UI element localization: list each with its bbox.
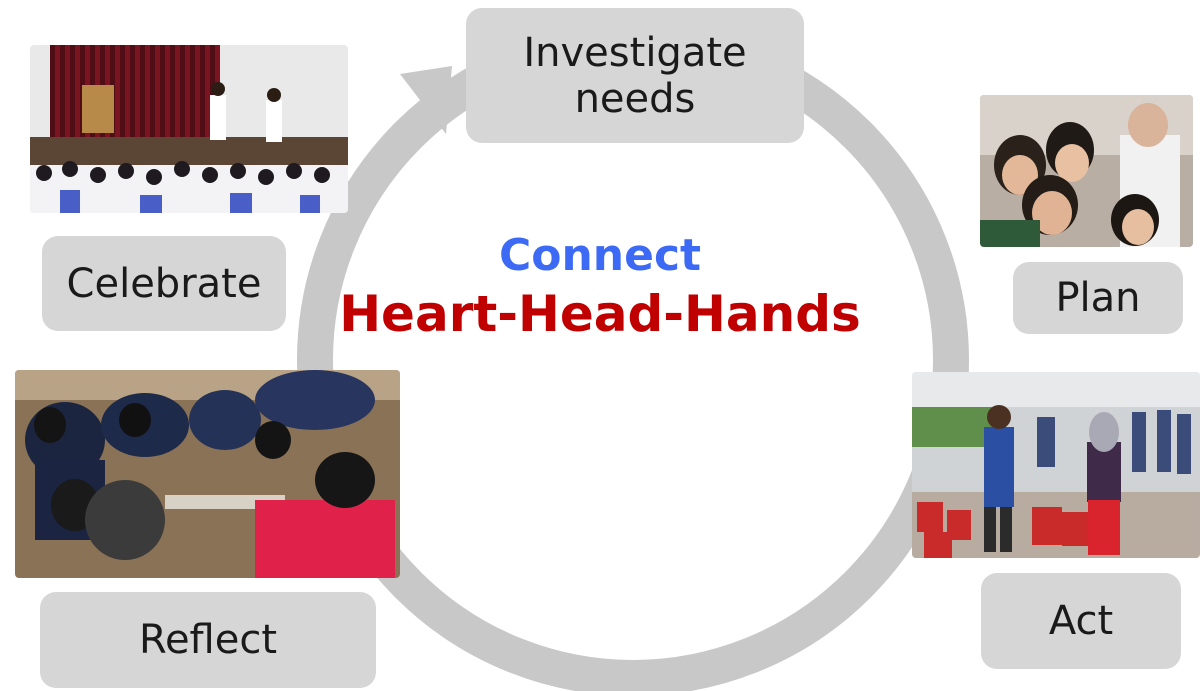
step-reflect: Reflect bbox=[40, 592, 376, 688]
photo-plan bbox=[980, 95, 1193, 247]
step-investigate-needs-label: Investigate needs bbox=[523, 29, 747, 122]
step-celebrate-label: Celebrate bbox=[66, 260, 262, 307]
photo-act bbox=[912, 372, 1200, 558]
step-investigate-needs: Investigate needs bbox=[466, 8, 804, 143]
photo-celebrate bbox=[30, 45, 348, 213]
step-plan-label: Plan bbox=[1055, 275, 1141, 321]
step-act: Act bbox=[981, 573, 1181, 669]
step-act-label: Act bbox=[1048, 598, 1114, 644]
step-plan: Plan bbox=[1013, 262, 1183, 334]
cycle-arrowhead bbox=[400, 66, 452, 134]
step-celebrate: Celebrate bbox=[42, 236, 286, 331]
center-text: Connect Heart-Head-Hands bbox=[330, 230, 870, 345]
photo-reflect bbox=[15, 370, 400, 578]
center-title: Connect bbox=[498, 230, 702, 281]
step-reflect-label: Reflect bbox=[138, 617, 278, 663]
center-subtitle: Heart-Head-Hands bbox=[339, 284, 861, 343]
